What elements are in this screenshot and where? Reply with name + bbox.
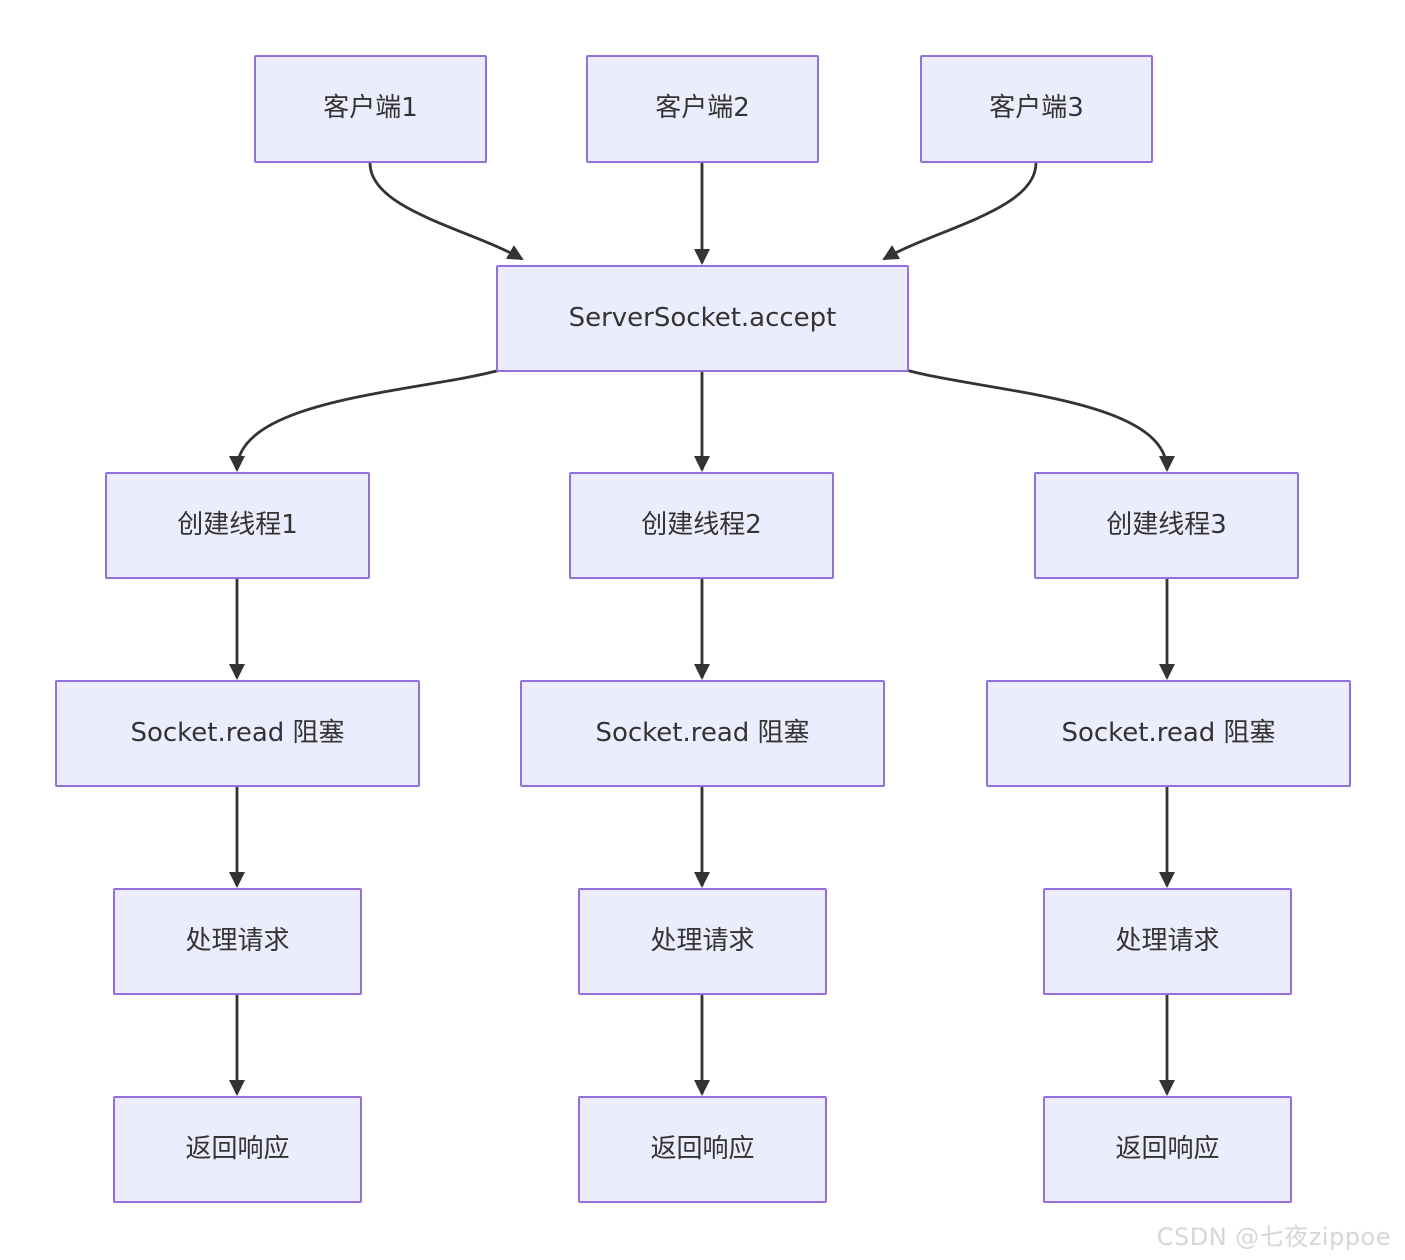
node-handle-request3-label: 处理请求	[1115, 925, 1220, 956]
node-return-response1: 返回响应	[113, 1096, 362, 1203]
node-socket-read-block1: Socket.read 阻塞	[55, 680, 420, 787]
node-client2: 客户端2	[586, 55, 819, 163]
node-handle-request2: 处理请求	[578, 888, 827, 995]
node-client3: 客户端3	[920, 55, 1153, 163]
node-serversocket-accept: ServerSocket.accept	[496, 265, 909, 372]
node-client3-label: 客户端3	[989, 93, 1084, 124]
node-create-thread1-label: 创建线程1	[177, 509, 298, 540]
node-socket-read-block3: Socket.read 阻塞	[986, 680, 1351, 787]
edge-accept-thread1	[229, 368, 501, 472]
node-handle-request1-label: 处理请求	[185, 925, 290, 956]
node-socket-read-block2-label: Socket.read 阻塞	[595, 717, 810, 748]
node-handle-request2-label: 处理请求	[650, 925, 755, 956]
node-socket-read-block1-label: Socket.read 阻塞	[130, 717, 345, 748]
node-client2-label: 客户端2	[655, 93, 750, 124]
node-return-response1-label: 返回响应	[185, 1133, 290, 1164]
node-client1: 客户端1	[254, 55, 487, 163]
edge-client3-accept	[882, 162, 1038, 261]
node-create-thread3-label: 创建线程3	[1106, 509, 1227, 540]
node-handle-request3: 处理请求	[1043, 888, 1292, 995]
node-socket-read-block2: Socket.read 阻塞	[520, 680, 885, 787]
node-handle-request1: 处理请求	[113, 888, 362, 995]
node-create-thread1: 创建线程1	[105, 472, 370, 579]
node-serversocket-accept-label: ServerSocket.accept	[568, 302, 837, 333]
node-return-response2: 返回响应	[578, 1096, 827, 1203]
node-return-response3: 返回响应	[1043, 1096, 1292, 1203]
node-create-thread2-label: 创建线程2	[641, 509, 762, 540]
node-create-thread3: 创建线程3	[1034, 472, 1299, 579]
edge-client1-accept	[368, 162, 524, 261]
node-create-thread2: 创建线程2	[569, 472, 834, 579]
node-client1-label: 客户端1	[323, 93, 418, 124]
edge-accept-thread3	[905, 368, 1175, 472]
node-socket-read-block3-label: Socket.read 阻塞	[1061, 717, 1276, 748]
node-return-response3-label: 返回响应	[1115, 1133, 1220, 1164]
node-return-response2-label: 返回响应	[650, 1133, 755, 1164]
watermark: CSDN @七夜zippoe	[1156, 1223, 1391, 1251]
